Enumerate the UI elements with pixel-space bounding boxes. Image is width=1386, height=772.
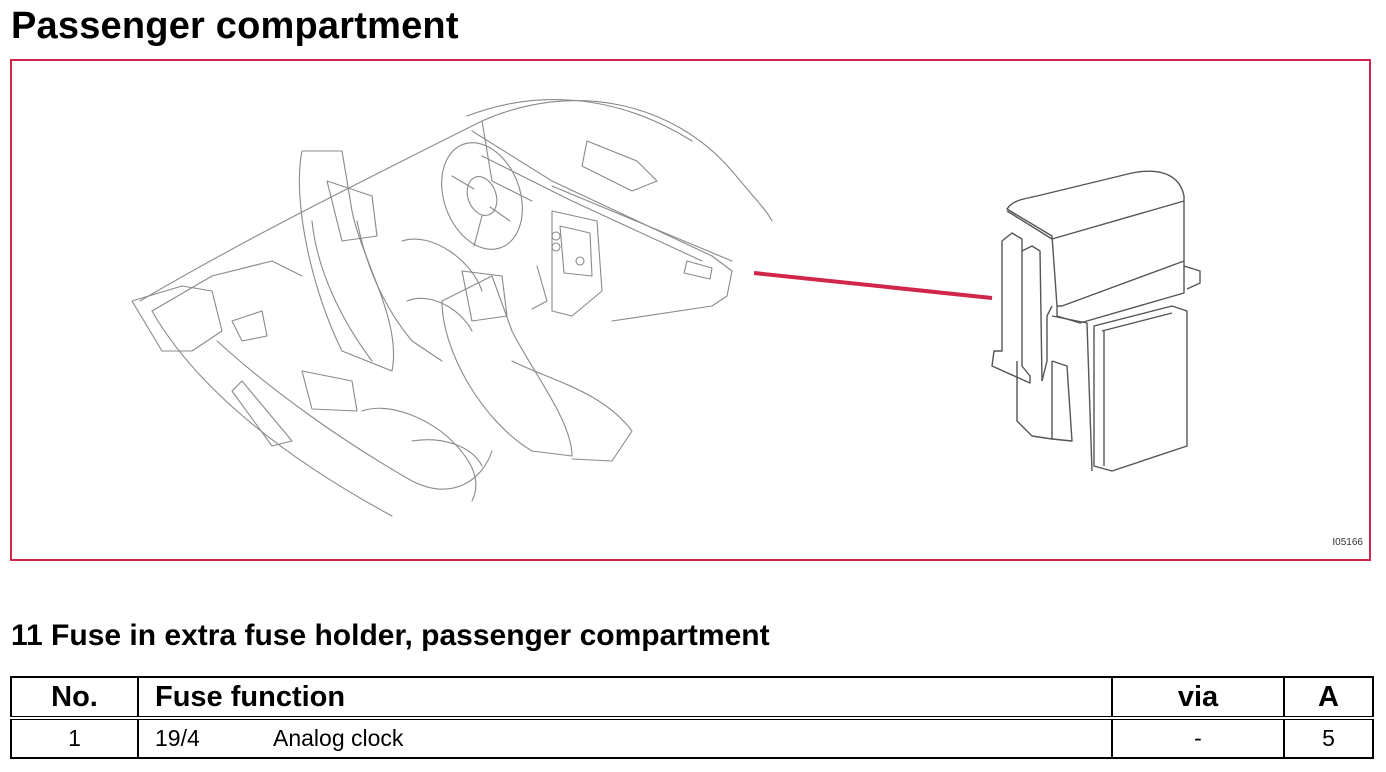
figure-id-label: I05166 xyxy=(1332,537,1363,548)
fuse-holder-drawing xyxy=(991,170,1201,472)
dashboard-outline xyxy=(471,130,733,322)
front-left-seat xyxy=(298,150,395,372)
fuse-holder-clip xyxy=(991,232,1031,384)
fuse-function-name: Analog clock xyxy=(273,725,404,751)
fuse-block xyxy=(1093,305,1188,472)
header-fuse-function: Fuse function xyxy=(137,676,1113,720)
center-console xyxy=(551,210,603,317)
illustration-frame: I05166 xyxy=(10,59,1371,561)
fuse-amperage: 5 xyxy=(1283,717,1374,759)
header-via: via xyxy=(1111,676,1285,720)
car-roof-line xyxy=(139,100,773,302)
header-no: No. xyxy=(10,676,139,720)
steering-wheel xyxy=(441,142,523,250)
section-title: 11 Fuse in extra fuse holder, passenger … xyxy=(11,619,770,652)
page-title: Passenger compartment xyxy=(11,5,459,47)
rear-seat xyxy=(131,285,223,352)
fuse-code: 19/4 xyxy=(155,725,200,751)
table-row: 1 19/4 Analog clock - 5 xyxy=(10,717,1374,759)
table-header-row: No. Fuse function via A xyxy=(10,676,1374,720)
fuse-holder-body xyxy=(1016,361,1053,440)
fuse-holder-lid xyxy=(1006,170,1185,307)
header-amperage: A xyxy=(1283,676,1374,720)
fuse-number: 1 xyxy=(10,717,139,759)
front-right-seat xyxy=(441,275,573,457)
fuse-table: No. Fuse function via A 1 19/4 Analog clo… xyxy=(10,676,1374,759)
leader-line xyxy=(753,271,993,300)
fuse-via: - xyxy=(1111,717,1285,759)
fuse-location-illustration xyxy=(131,99,1201,517)
fuse-function-cell: 19/4 Analog clock xyxy=(137,717,1113,759)
windshield-line xyxy=(466,99,693,142)
